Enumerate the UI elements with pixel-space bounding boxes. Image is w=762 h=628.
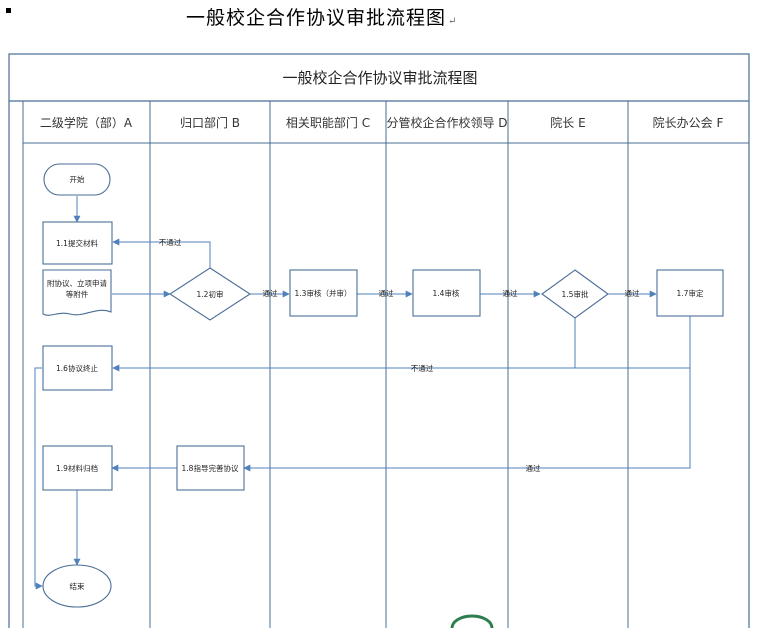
lane-header-f: 院长办公会 F [653, 115, 724, 130]
node-joint-review [289, 269, 358, 317]
diagram-title: 一般校企合作协议审批流程图 [282, 69, 477, 87]
node-agreement-terminated-label: 1.6协议终止 [56, 363, 98, 373]
decision-president-approval-label: 1.5审批 [562, 289, 589, 299]
label-pass-1: 通过 [263, 288, 278, 298]
lane-header-b: 归口部门 B [180, 115, 240, 130]
start-node [43, 163, 111, 196]
paragraph-mark: ↵ [448, 16, 458, 27]
node-leader-review [412, 269, 481, 317]
edge-terminate-to-end [34, 367, 43, 590]
label-pass-3: 通过 [503, 288, 518, 298]
decision-initial-review-label: 1.2初审 [197, 289, 224, 299]
node-agreement-terminated [42, 345, 113, 391]
node-archive-materials-label: 1.9材料归档 [56, 463, 98, 473]
node-guide-improvement [176, 445, 245, 491]
diagram-frame [8, 53, 750, 628]
node-office-decision-label: 1.7审定 [677, 288, 704, 298]
node-submit-materials-label: 1.1提交材料 [56, 238, 98, 248]
end-node [42, 564, 112, 608]
node-guide-improvement-label: 1.8指导完善协议 [182, 463, 239, 473]
decision-initial-review [168, 267, 252, 321]
end-node-label: 结束 [70, 581, 85, 591]
lane-header-e: 院长 E [550, 116, 585, 130]
edge-initial-review-fail [112, 238, 211, 268]
label-pass-final: 通过 [526, 463, 541, 473]
lane-header-a: 二级学院（部）A [40, 115, 133, 130]
node-office-decision [656, 269, 724, 317]
logo-partial [450, 614, 494, 628]
document-title: 一般校企合作协议审批流程图↵ [186, 3, 457, 30]
document-attachments [42, 269, 112, 316]
node-leader-review-label: 1.4审核 [433, 288, 460, 298]
label-fail-final: 不通过 [411, 363, 434, 373]
document-title-text: 一般校企合作协议审批流程图 [186, 7, 447, 29]
lane-header-c: 相关职能部门 C [286, 115, 370, 130]
start-node-label: 开始 [70, 174, 85, 184]
label-pass-2: 通过 [379, 288, 394, 298]
lane-header-d: 分管校企合作校领导 D [386, 115, 507, 130]
edge-decision-pass [243, 316, 691, 472]
node-submit-materials [42, 221, 113, 265]
node-joint-review-label: 1.3审核（并审） [295, 288, 352, 298]
decision-president-approval [541, 269, 609, 319]
node-archive-materials [42, 445, 113, 491]
list-bullet [6, 8, 11, 13]
document-attachments-line2: 等附件 [66, 289, 89, 299]
label-pass-4: 通过 [625, 288, 640, 298]
document-attachments-line1: 附协议、立项申请 [47, 278, 107, 288]
label-fail-initial: 不通过 [159, 237, 182, 247]
